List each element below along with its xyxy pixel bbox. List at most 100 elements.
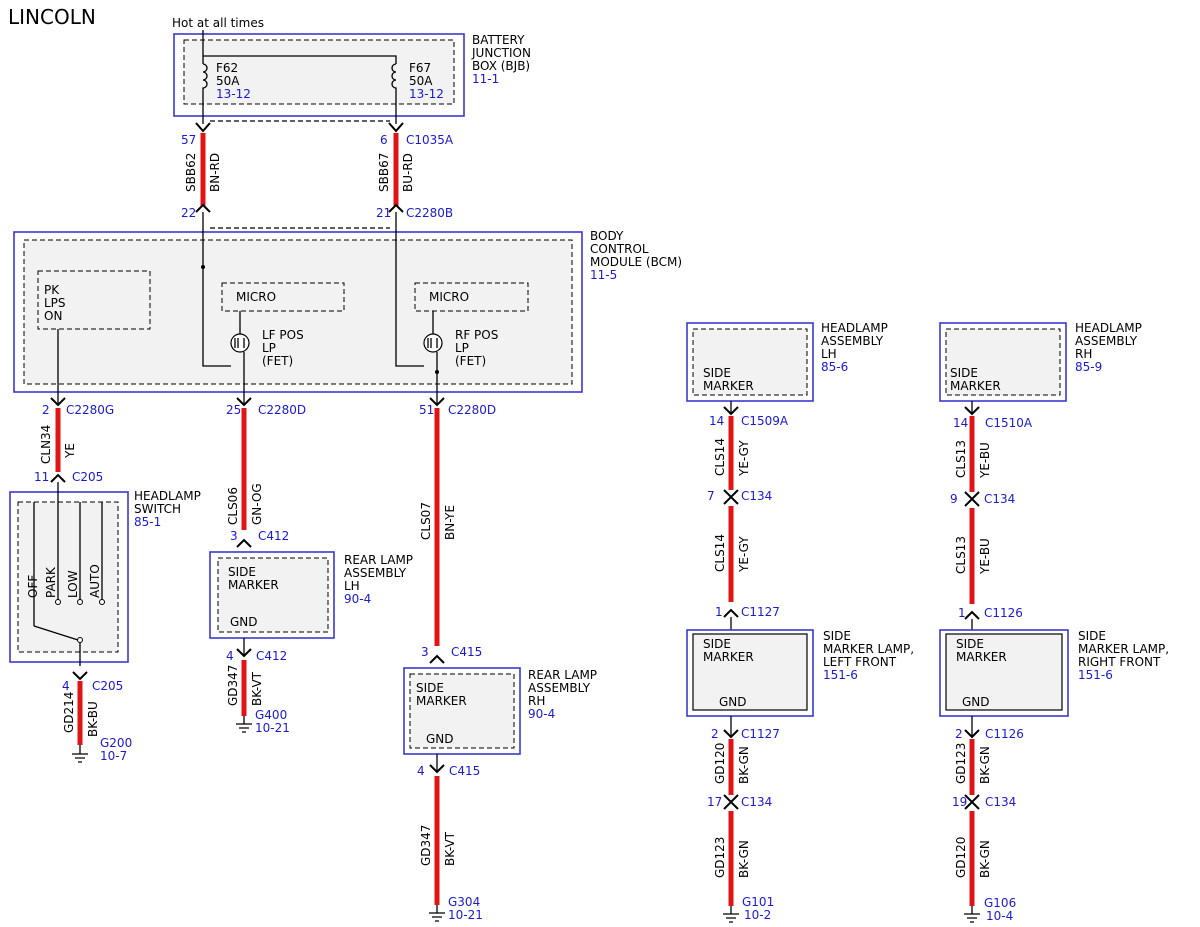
wire-circuit-cls13-lower: CLS13 xyxy=(954,536,968,574)
bjb-name-3: BOX (BJB) xyxy=(472,59,530,73)
pin-3-c415: 3 xyxy=(421,645,429,659)
ground-symbol xyxy=(964,906,980,923)
connector-arrow xyxy=(388,122,404,133)
lf-fet-symbol xyxy=(230,333,250,353)
wire-color-gd123-rf: BK-GN xyxy=(978,746,992,784)
connector-arrow xyxy=(236,397,252,407)
side-marker-rf-name-1: SIDE xyxy=(1078,629,1106,643)
battery-junction-box: BATTERY JUNCTION BOX (BJB) 11-1 F62 50A … xyxy=(173,33,531,117)
body-control-module: BODY CONTROL MODULE (BCM) 11-5 PK LPS ON… xyxy=(13,229,682,393)
rf-fet-label-2: LP xyxy=(455,341,469,355)
side-marker-lf-gnd: GND xyxy=(719,695,747,709)
wire-color-cls07: BN-YE xyxy=(443,505,457,540)
side-marker-rf-ref: 151-6 xyxy=(1078,668,1113,682)
headlamp-lh-side-2: MARKER xyxy=(703,379,754,393)
wire-circuit-cls06: CLS06 xyxy=(226,487,240,525)
ground-symbol xyxy=(429,905,445,922)
bcm-name-3: MODULE (BCM) xyxy=(590,255,682,269)
lf-fet-gate xyxy=(234,338,245,348)
wire-color-cls14-lower: YE-GY xyxy=(737,536,751,573)
connector-arrow xyxy=(723,800,739,810)
connector-c2280d-lf: C2280D xyxy=(258,403,306,417)
headlamp-lh-ref: 85-6 xyxy=(821,360,848,374)
connector-c1510a: C1510A xyxy=(985,416,1033,430)
rear-lamp-rh-side-1: SIDE xyxy=(416,681,444,695)
connector-c412-bottom: C412 xyxy=(256,649,287,663)
pin-1-c1127: 1 xyxy=(715,605,723,619)
switch-outline xyxy=(9,491,129,663)
wire-color-cln34: YE xyxy=(63,443,77,459)
connector-c1126-top: C1126 xyxy=(984,606,1023,620)
side-marker-lamp-left-front: SIDE MARKER GND SIDE MARKER LAMP, LEFT F… xyxy=(686,629,914,717)
headlamp-rh-side-1: SIDE xyxy=(950,366,978,380)
fuse-f67-ref: 13-12 xyxy=(409,87,444,101)
fuse-f67-id: F67 xyxy=(409,61,431,75)
rear-lamp-rh-name-1: REAR LAMP xyxy=(528,668,597,682)
connector-arrow xyxy=(723,608,739,618)
contact-dot xyxy=(99,599,105,605)
wire-color-gd123-lf: BK-GN xyxy=(737,840,751,878)
wire-circuit-cls13-upper: CLS13 xyxy=(954,440,968,478)
pin-7-c134: 7 xyxy=(707,489,715,503)
connector-arrow xyxy=(964,800,980,810)
side-marker-rf-gnd: GND xyxy=(962,695,990,709)
bjb-name-2: JUNCTION xyxy=(471,46,531,60)
connector-c134-lh-a: C134 xyxy=(741,489,772,503)
micro-label-left: MICRO xyxy=(236,290,276,304)
pin-4-c415: 4 xyxy=(417,764,425,778)
connector-arrow xyxy=(964,406,980,416)
connector-c205-bottom: C205 xyxy=(92,679,123,693)
wire-color-cls13-lower: YE-BU xyxy=(978,538,992,575)
micro-box-right xyxy=(414,282,529,312)
splice-dot xyxy=(201,265,205,269)
side-marker-lamp-right-front: SIDE MARKER GND SIDE MARKER LAMP, RIGHT … xyxy=(939,629,1169,717)
rear-lamp-lh-inner xyxy=(217,557,329,633)
wire-color-gd120-rf: BK-GN xyxy=(978,840,992,878)
pin-57: 57 xyxy=(181,133,196,147)
ground-g106: G106 xyxy=(984,896,1016,910)
fuse-f62-id: F62 xyxy=(216,61,238,75)
rf-fet-symbol xyxy=(423,333,443,353)
wire-circuit-gd347-rh: GD347 xyxy=(419,825,433,866)
wire-circuit-gd123-lf: GD123 xyxy=(713,837,727,878)
connector-arrow xyxy=(723,406,739,416)
rear-lamp-assembly-rh: SIDE MARKER GND REAR LAMP ASSEMBLY RH 90… xyxy=(403,667,597,755)
pin-17-c134: 17 xyxy=(707,795,722,809)
fuse-f62-amps: 50A xyxy=(216,74,240,88)
switch-contacts xyxy=(33,482,103,626)
wire-color-sbb62: BN-RD xyxy=(208,153,222,192)
headlamp-lh-name-1: HEADLAMP xyxy=(821,321,888,335)
pk-lps-box xyxy=(37,270,151,330)
side-marker-lf-inner xyxy=(692,633,808,711)
ground-g106-ref: 10-4 xyxy=(986,909,1013,923)
connector-c134-lh-b: C134 xyxy=(741,795,772,809)
connector-c412-top: C412 xyxy=(258,529,289,543)
wire-circuit-cls07: CLS07 xyxy=(419,502,433,540)
connector-c1127-top: C1127 xyxy=(741,605,780,619)
pin-14-c1509a: 14 xyxy=(709,414,724,428)
side-marker-rf-side-2: MARKER xyxy=(956,650,1007,664)
rear-lamp-lh-ref: 90-4 xyxy=(344,592,371,606)
side-marker-lf-side-1: SIDE xyxy=(703,637,731,651)
bcm-internal-wiring xyxy=(202,212,434,367)
connector-arrow xyxy=(723,495,739,505)
connector-arrow xyxy=(388,203,404,213)
connector-arrow xyxy=(50,397,66,407)
ground-g200-ref: 10-7 xyxy=(100,749,127,763)
connector-arrow xyxy=(964,497,980,507)
fuse-f67-symbol xyxy=(391,63,397,124)
headlamp-assembly-rh: SIDE MARKER HEADLAMP ASSEMBLY RH 85-9 xyxy=(939,321,1142,402)
connector-arrow xyxy=(429,397,445,407)
connector-c134-rh-a: C134 xyxy=(984,492,1015,506)
rear-lamp-rh-ref: 90-4 xyxy=(528,707,555,721)
connector-arrow xyxy=(72,671,88,681)
bcm-name-2: CONTROL xyxy=(590,242,649,256)
connector-arrow xyxy=(964,610,980,620)
switch-pos-off: OFF xyxy=(26,575,40,598)
pin-6: 6 xyxy=(380,133,388,147)
side-marker-rf-outline xyxy=(939,629,1069,717)
pin-21: 21 xyxy=(376,206,391,220)
rear-lamp-rh-name-3: RH xyxy=(528,694,545,708)
page-title: LINCOLN xyxy=(8,5,96,29)
side-marker-lf-name-2: MARKER LAMP, xyxy=(823,642,914,656)
